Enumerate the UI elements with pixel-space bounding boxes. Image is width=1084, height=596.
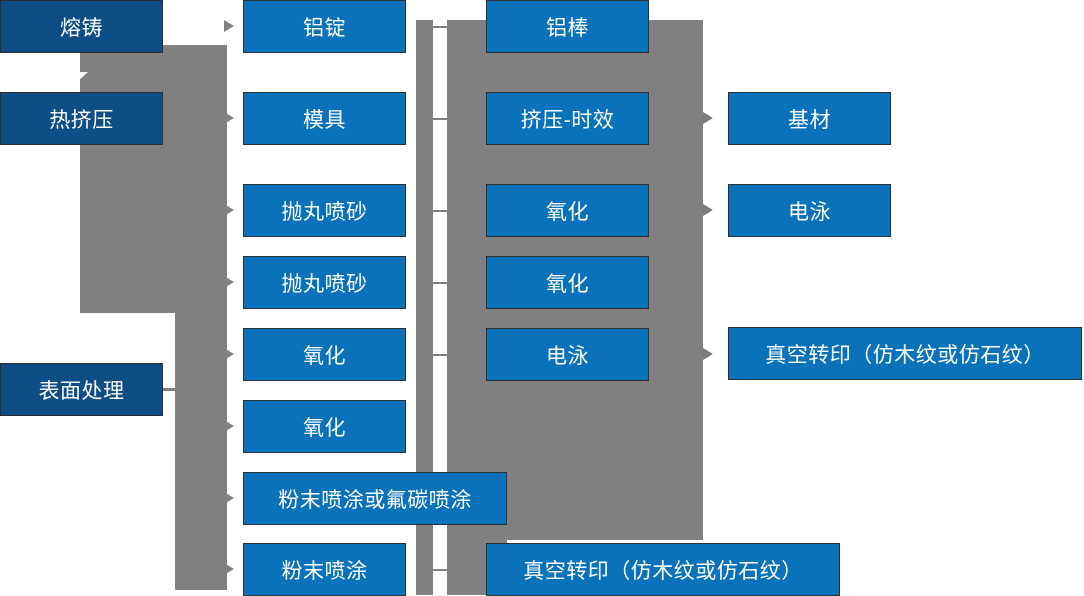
chevron-down-icon-melt-to-extrusion xyxy=(68,72,88,81)
bridge-line-6 xyxy=(433,569,447,571)
stage-label: 热挤压 xyxy=(49,108,114,132)
node-aluminum-ingot[interactable]: 铝锭 xyxy=(243,0,406,55)
arrow-to-base-material xyxy=(703,112,713,124)
arrow-to-vacuum-transfer-right xyxy=(703,348,713,360)
stage-box-surface-treatment[interactable]: 表面处理 xyxy=(0,363,163,418)
chevron-down-icon-extrusion-to-surface xyxy=(68,334,88,343)
node-shot-blasting-1[interactable]: 抛丸喷砂 xyxy=(243,184,406,239)
node-label: 氧化 xyxy=(303,416,346,440)
node-oxidation-2[interactable]: 氧化 xyxy=(243,400,406,455)
node-die-mold[interactable]: 模具 xyxy=(243,92,406,147)
node-label: 模具 xyxy=(303,108,346,132)
arrow-to-electrophoresis-2 xyxy=(703,204,713,216)
node-label: 抛丸喷砂 xyxy=(281,272,368,296)
arrow-to-powder-spray xyxy=(224,563,234,575)
connector-middle-thin-trunk xyxy=(416,20,433,595)
node-label: 铝棒 xyxy=(546,16,589,40)
connector-left-trunk-wide xyxy=(80,45,227,313)
bridge-line-4 xyxy=(433,282,447,284)
node-powder-spray[interactable]: 粉末喷涂 xyxy=(243,543,406,596)
arrow-to-die-mold xyxy=(224,112,234,124)
node-label: 电泳 xyxy=(788,200,831,224)
node-oxidation-4[interactable]: 氧化 xyxy=(486,256,649,311)
connector-surface-treat-stub xyxy=(163,388,183,391)
gap-middle-2 xyxy=(433,28,447,116)
stage-box-hot-extrusion[interactable]: 热挤压 xyxy=(0,92,163,147)
node-label: 氧化 xyxy=(546,272,589,296)
node-label: 挤压-时效 xyxy=(520,108,615,132)
arrow-to-shot-blasting-1 xyxy=(224,204,234,216)
node-label: 铝锭 xyxy=(303,16,346,40)
gap-middle-6 xyxy=(433,356,447,510)
arrow-to-powder-or-pvdf xyxy=(224,492,234,504)
arrow-to-aluminum-ingot xyxy=(224,20,234,32)
node-aluminum-bar[interactable]: 铝棒 xyxy=(486,0,649,55)
node-electrophoresis-1[interactable]: 电泳 xyxy=(486,328,649,383)
node-label: 真空转印（仿木纹或仿石纹） xyxy=(523,559,803,583)
node-label: 粉末喷涂 xyxy=(281,559,368,583)
stage-label: 熔铸 xyxy=(60,16,103,40)
node-vacuum-transfer-bottom[interactable]: 真空转印（仿木纹或仿石纹） xyxy=(486,543,840,596)
bridge-line-2 xyxy=(433,118,447,120)
gap-middle-5 xyxy=(433,284,447,352)
node-oxidation-3[interactable]: 氧化 xyxy=(486,184,649,239)
node-label: 氧化 xyxy=(303,344,346,368)
arrow-to-oxidation-1 xyxy=(224,348,234,360)
connector-left-trunk-narrow xyxy=(175,313,227,590)
node-label: 抛丸喷砂 xyxy=(281,200,368,224)
gap-middle-3 xyxy=(433,120,447,208)
node-base-material[interactable]: 基材 xyxy=(728,92,891,147)
node-vacuum-transfer-right[interactable]: 真空转印（仿木纹或仿石纹） xyxy=(728,327,1082,382)
node-label: 基材 xyxy=(788,108,831,132)
node-label: 粉末喷涂或氟碳喷涂 xyxy=(278,488,472,512)
arrow-to-shot-blasting-2 xyxy=(224,276,234,288)
stage-box-melt-cast[interactable]: 熔铸 xyxy=(0,0,163,55)
gap-middle-4 xyxy=(433,212,447,280)
node-label: 氧化 xyxy=(546,200,589,224)
gap-middle-9 xyxy=(433,571,447,595)
gap-middle xyxy=(433,20,447,26)
node-electrophoresis-2[interactable]: 电泳 xyxy=(728,184,891,239)
node-extrusion-aging[interactable]: 挤压-时效 xyxy=(486,92,649,147)
node-oxidation-1[interactable]: 氧化 xyxy=(243,328,406,383)
node-powder-or-pvdf-spray[interactable]: 粉末喷涂或氟碳喷涂 xyxy=(243,472,507,527)
node-label: 电泳 xyxy=(546,344,589,368)
node-shot-blasting-2[interactable]: 抛丸喷砂 xyxy=(243,256,406,311)
bridge-line-3 xyxy=(433,210,447,212)
arrow-to-oxidation-2 xyxy=(224,420,234,432)
bridge-line-1 xyxy=(433,26,447,28)
gap-middle-8 xyxy=(433,522,447,567)
bridge-line-5 xyxy=(433,354,447,356)
node-label: 真空转印（仿木纹或仿石纹） xyxy=(765,343,1045,367)
stage-label: 表面处理 xyxy=(38,379,125,403)
